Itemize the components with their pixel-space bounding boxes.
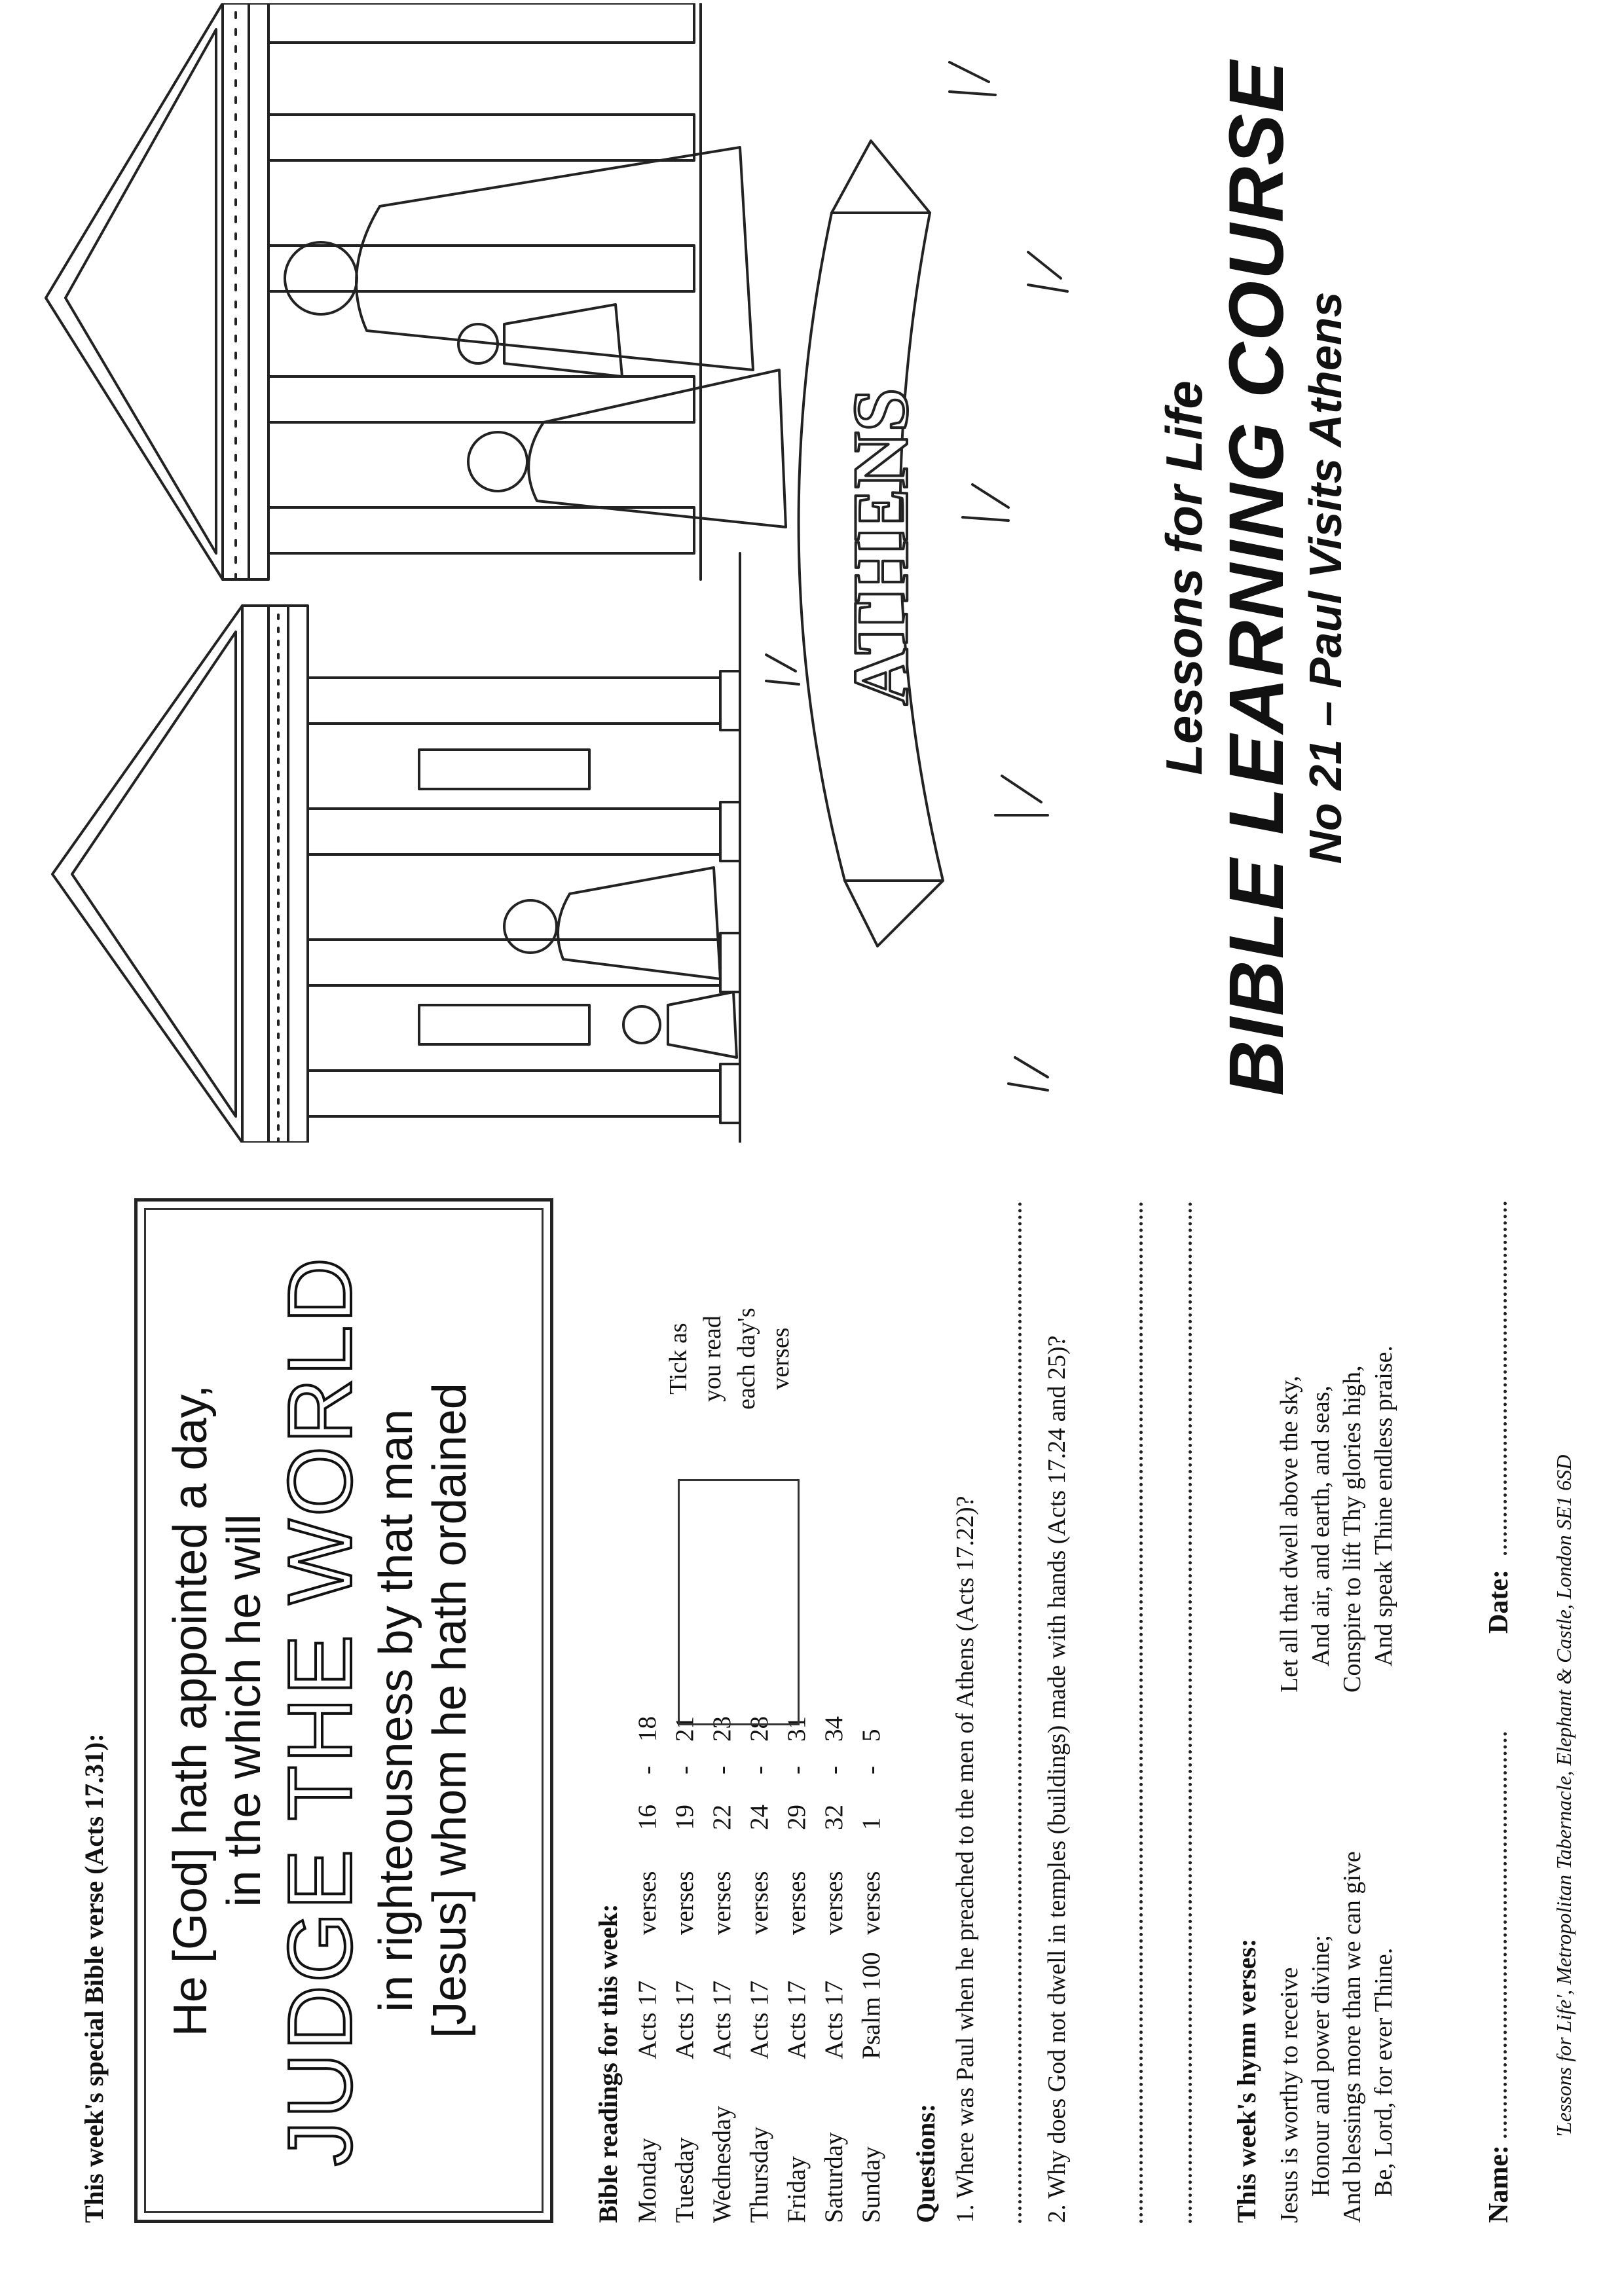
reading-dash: - — [708, 1766, 736, 1774]
readings-heading: Bible readings for this week: — [593, 1903, 623, 2223]
verse-line-3-outlined: JUDGE THE WORLD — [268, 1254, 372, 2168]
footer-address: 'Lessons for Life', Metropolitan Taberna… — [1552, 1454, 1576, 2138]
verse-line-4: in righteousness by that man — [370, 1409, 422, 2012]
reading-verses-label: verses — [708, 1871, 736, 1935]
hymn-verse-left: Jesus is worthy to receive Honour and po… — [1274, 1851, 1399, 2223]
reading-day: Wednesday — [708, 2106, 736, 2223]
date-field[interactable] — [1504, 1202, 1507, 1555]
question-1: 1. Where was Paul when he preached to th… — [951, 1496, 979, 2223]
tick-line-3: each day's — [733, 1308, 760, 1410]
tick-box[interactable] — [678, 1479, 800, 1725]
reading-day: Saturday — [820, 2132, 848, 2223]
reading-book: Acts 17 — [783, 1980, 811, 2059]
hymn-heading: This week's hymn verses: — [1232, 1938, 1261, 2223]
verse-line-1: He [God] hath appointed a day, — [164, 1384, 217, 2037]
hymn-left-line-1: Jesus is worthy to receive — [1276, 1967, 1303, 2223]
tick-line-4: verses — [767, 1327, 794, 1390]
reading-verses-label: verses — [745, 1871, 773, 1935]
reading-book: Acts 17 — [708, 1980, 736, 2059]
reading-dash: - — [745, 1766, 773, 1774]
title-subtitle: Lessons for Life — [1155, 380, 1213, 775]
verse-box: He [God] hath appointed a day, in the wh… — [134, 1198, 553, 2223]
right-temple — [45, 3, 702, 581]
grass-tufts — [765, 61, 1069, 1092]
reading-from: 19 — [671, 1805, 699, 1830]
answer-line-1[interactable] — [1018, 1202, 1022, 2223]
answer-line-2a[interactable] — [1139, 1202, 1143, 2223]
reading-book: Acts 17 — [820, 1980, 848, 2059]
reading-to: 5 — [857, 1729, 885, 1742]
reading-dash: - — [783, 1766, 811, 1774]
reading-dash: - — [857, 1766, 885, 1774]
reading-dash: - — [633, 1766, 661, 1774]
hymn-left-line-4: Be, Lord, for ever Thine. — [1370, 1947, 1397, 2197]
hymn-left-line-3: And blessings more than we can give — [1338, 1851, 1366, 2223]
questions-heading: Questions: — [911, 2103, 940, 2223]
question-2: 2. Why does God not dwell in temples (bu… — [1043, 1335, 1071, 2223]
reading-dash: - — [820, 1766, 848, 1774]
reading-verses-label: verses — [820, 1871, 848, 1935]
banner-text: ATHENS — [837, 388, 924, 706]
hymn-right-line-1: Let all that dwell above the sky, — [1276, 1376, 1303, 1693]
reading-verses-label: verses — [633, 1871, 661, 1935]
title-main: BIBLE LEARNING COURSE — [1213, 60, 1300, 1096]
reading-from: 16 — [633, 1805, 661, 1830]
athens-illustration: ATHENS — [45, 3, 1069, 1143]
right-panel: ATHENS Lessons for Life BIBLE LEARNING C… — [45, 0, 1353, 1156]
reading-day: Tuesday — [671, 2137, 699, 2223]
answer-line-2b[interactable] — [1189, 1202, 1192, 2223]
reading-dash: - — [671, 1766, 699, 1774]
hymn-verse-right: Let all that dwell above the sky, And ai… — [1274, 1346, 1399, 1693]
hymn-right-line-4: And speak Thine endless praise. — [1370, 1345, 1397, 1666]
figures — [284, 146, 787, 1059]
reading-from: 1 — [857, 1817, 885, 1831]
reading-to: 18 — [633, 1716, 661, 1742]
reading-day: Monday — [633, 2138, 661, 2223]
name-label: Name: — [1484, 2145, 1514, 2223]
verse-heading: This week's special Bible verse (Acts 17… — [79, 1733, 109, 2223]
athens-banner: ATHENS — [797, 139, 944, 947]
hymn-right-line-3: Conspire to lift Thy glories high, — [1338, 1365, 1366, 1693]
reading-from: 32 — [820, 1805, 848, 1830]
title-lesson: No 21 – Paul Visits Athens — [1300, 291, 1351, 864]
reading-book: Acts 17 — [745, 1980, 773, 2059]
reading-verses-label: verses — [783, 1871, 811, 1935]
hymn-left-line-2: Honour and power divine; — [1307, 1935, 1335, 2197]
reading-from: 22 — [708, 1805, 736, 1830]
tick-line-1: Tick as — [665, 1323, 692, 1395]
reading-book: Acts 17 — [633, 1980, 661, 2059]
left-temple — [51, 552, 741, 1143]
hymn-right-line-2: And air, and earth, and seas, — [1307, 1386, 1335, 1666]
reading-book: Acts 17 — [671, 1980, 699, 2059]
reading-day: Friday — [783, 2156, 811, 2223]
title-block: Lessons for Life BIBLE LEARNING COURSE N… — [1153, 0, 1353, 1156]
reading-verses-label: verses — [857, 1871, 885, 1935]
name-field[interactable] — [1504, 1732, 1507, 2138]
verse-line-5: [Jesus] whom he hath ordained — [424, 1383, 476, 2038]
reading-from: 24 — [745, 1805, 773, 1830]
left-panel: This week's special Bible verse (Acts 17… — [0, 1162, 1624, 2295]
reading-book: Psalm 100 — [857, 1952, 885, 2059]
reading-from: 29 — [783, 1805, 811, 1830]
reading-verses-label: verses — [671, 1871, 699, 1935]
reading-day: Sunday — [857, 2146, 885, 2223]
date-label: Date: — [1484, 1570, 1514, 1634]
verse-text: He [God] hath appointed a day, in the wh… — [164, 1202, 477, 2220]
reading-to: 34 — [820, 1716, 848, 1742]
tick-instructions: Tick as you read each day's verses — [661, 1280, 798, 1437]
tick-line-2: you read — [699, 1315, 726, 1402]
verse-line-2: in the which he will — [218, 1514, 270, 1907]
reading-day: Thursday — [745, 2126, 773, 2223]
